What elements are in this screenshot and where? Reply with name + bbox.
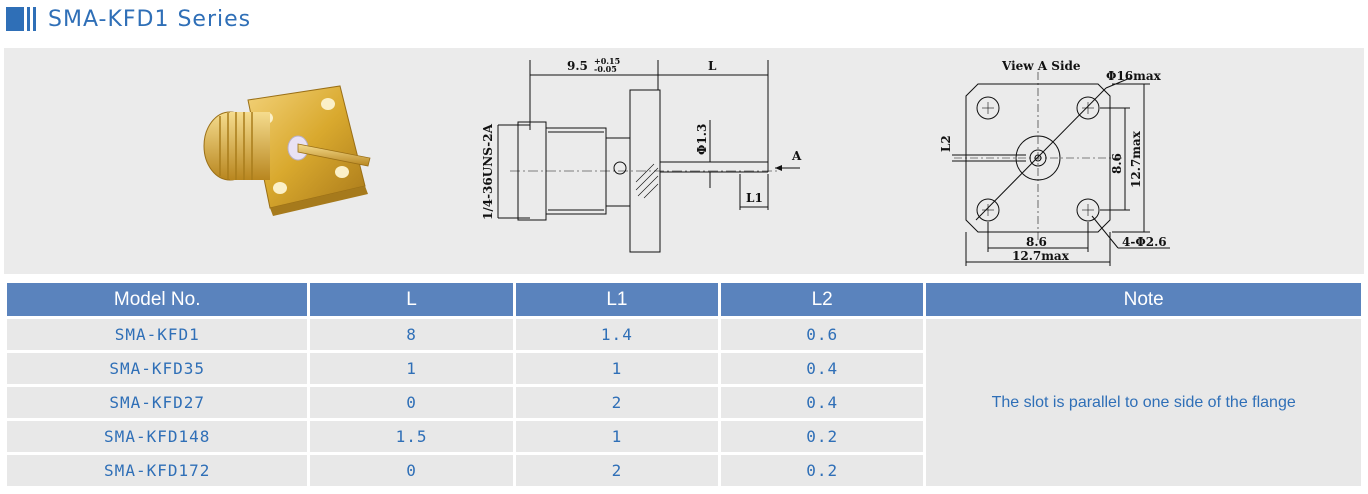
cell-l2: 0.2 [721,455,924,486]
diameter-max: Φ16max [1106,69,1162,83]
col-header-l2: L2 [721,283,924,316]
spec-table: Model No. L L1 L2 Note SMA-KFD1 8 1.4 0.… [4,280,1364,489]
section-header: SMA-KFD1 Series [6,4,251,34]
dim-vertical-inner: 8.6 [1110,153,1124,174]
cell-l2: 0.6 [721,319,924,350]
cell-l1: 1 [515,353,719,384]
tolerance-plus: +0.15 [594,56,620,66]
cell-model: SMA-KFD148 [7,421,308,452]
cell-model: SMA-KFD27 [7,387,308,418]
cell-note: The slot is parallel to one side of the … [926,319,1361,486]
col-header-note: Note [926,283,1361,316]
cell-model: SMA-KFD35 [7,353,308,384]
header-square-icon [6,7,24,31]
dim-horizontal-inner: 8.6 [1026,235,1047,249]
cell-l: 8 [310,319,513,350]
page-title: SMA-KFD1 Series [48,6,252,32]
table-row: SMA-KFD1 8 1.4 0.6 The slot is parallel … [7,319,1361,486]
cell-l: 1.5 [310,421,513,452]
dim-l1-label: L1 [746,191,763,205]
dim-vertical-outer: 12.7max [1129,130,1143,188]
col-header-model: Model No. [7,283,308,316]
dim-l-label: L [708,59,717,73]
cell-l2: 0.4 [721,387,924,418]
view-a-drawing: View A Side Φ16max L2 8.6 12.7max 8.6 12… [939,59,1170,266]
table-header-row: Model No. L L1 L2 Note [7,283,1361,316]
tolerance-minus: -0.05 [594,64,617,74]
connector-photo [203,85,371,216]
cell-model: SMA-KFD1 [7,319,308,350]
table-row: SMA-KFD27 0 2 0.4 [7,387,1361,418]
side-view-drawing: 9.5 +0.15 -0.05 L 1/4-36UNS-2A Φ1.3 A L1 [481,56,802,253]
cell-l2: 0.4 [721,353,924,384]
cell-l1: 1.4 [515,319,719,350]
table-row: SMA-KFD35 1 1 0.4 [7,353,1361,384]
view-title: View A Side [1001,59,1081,73]
cell-l2: 0.2 [721,421,924,452]
dim-horizontal-outer: 12.7max [1012,249,1070,263]
hole-spec: 4-Φ2.6 [1122,235,1167,249]
cell-l1: 1 [515,421,719,452]
cell-l: 0 [310,455,513,486]
header-bar-icon [33,7,36,31]
col-header-l: L [310,283,513,316]
table-row: SMA-KFD148 1.5 1 0.2 [7,421,1361,452]
pin-diameter: Φ1.3 [695,124,709,155]
cell-model: SMA-KFD172 [7,455,308,486]
dim-l2-label: L2 [939,135,953,152]
header-bar-icon [27,7,30,31]
cell-l1: 2 [515,387,719,418]
cell-l: 1 [310,353,513,384]
cell-l: 0 [310,387,513,418]
col-header-l1: L1 [515,283,719,316]
cell-l1: 2 [515,455,719,486]
view-arrow-label: A [791,149,802,163]
table-row: SMA-KFD172 0 2 0.2 [7,455,1361,486]
thread-spec: 1/4-36UNS-2A [481,123,495,220]
dim-flange-length: 9.5 [567,59,588,73]
